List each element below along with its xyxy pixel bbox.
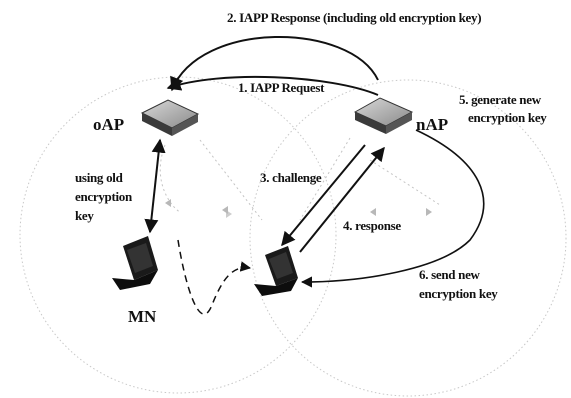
- generate-key-label-line1: 5. generate new: [459, 92, 542, 107]
- faint-arrowheads: [165, 199, 432, 218]
- challenge-label: 3. challenge: [260, 170, 322, 185]
- iapp-request-label: 1. IAPP Request: [238, 80, 325, 95]
- iapp-response-label: 2. IAPP Response (including old encrypti…: [227, 10, 481, 25]
- mobile-node-old-laptop-icon: [112, 236, 158, 290]
- generate-key-label-line2: encryption key: [468, 110, 547, 125]
- response-arrow: [299, 146, 385, 253]
- send-new-key-arrow: [300, 129, 485, 288]
- send-key-label-line2: encryption key: [419, 286, 498, 301]
- mn-movement-dashed-arrow: [177, 239, 252, 315]
- mn-label: MN: [128, 307, 157, 326]
- old-key-label-line1: using old: [75, 170, 124, 185]
- nap-label: nAP: [416, 115, 448, 134]
- old-key-label-line2: encryption: [75, 189, 133, 204]
- iapp-request-arrow: [166, 75, 379, 96]
- oap-access-point-icon: [140, 99, 200, 136]
- response-label: 4. response: [343, 218, 401, 233]
- challenge-arrow: [281, 144, 366, 247]
- send-key-label-line1: 6. send new: [419, 267, 481, 282]
- old-key-label-line3: key: [75, 208, 94, 223]
- nap-access-point-icon: [353, 97, 414, 134]
- mobile-node-new-laptop-icon: [254, 246, 298, 296]
- nap-coverage-area: [249, 79, 567, 397]
- old-key-link-arrow: [144, 138, 166, 234]
- iapp-response-arrow: [170, 36, 379, 92]
- oap-label: oAP: [93, 115, 124, 134]
